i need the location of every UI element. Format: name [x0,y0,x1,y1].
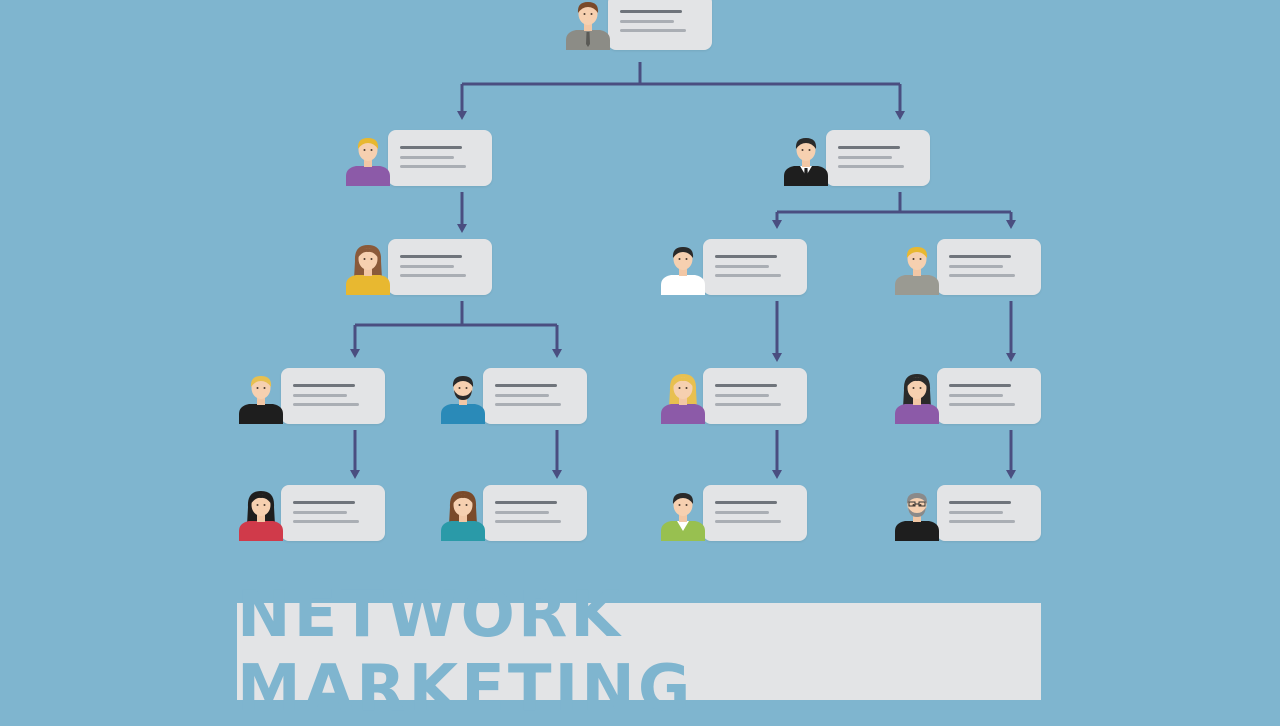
placeholder-text-line [949,384,1011,387]
placeholder-text-line [949,265,1003,268]
title-banner: NETWORK MARKETING [237,578,1041,726]
info-card [703,239,807,295]
info-card [483,368,587,424]
org-node-l4-a [237,485,433,541]
placeholder-text-line [715,394,769,397]
arrow-head-icon [1006,353,1016,362]
info-card [703,368,807,424]
placeholder-text-line [400,265,454,268]
person-avatar-icon [344,239,392,295]
placeholder-text-line [495,511,549,514]
placeholder-text-line [620,20,674,23]
info-card [826,130,930,186]
placeholder-text-line [293,384,355,387]
person-avatar-icon [893,485,941,541]
placeholder-text-line [838,156,892,159]
person-avatar-icon [893,368,941,424]
arrow-head-icon [350,470,360,479]
placeholder-text-line [400,146,462,149]
placeholder-text-line [838,146,900,149]
placeholder-text-line [495,520,561,523]
placeholder-text-line [715,403,781,406]
arrow-head-icon [772,470,782,479]
org-node-l4-d [893,485,1089,541]
arrow-head-icon [772,220,782,229]
person-avatar-icon [344,130,392,186]
placeholder-text-line [715,520,781,523]
info-card [281,485,385,541]
placeholder-text-line [715,511,769,514]
placeholder-text-line [715,274,781,277]
info-card [703,485,807,541]
arrow-head-icon [552,470,562,479]
info-card [483,485,587,541]
org-node-l3-d [893,368,1089,424]
org-node-l3-a [237,368,433,424]
placeholder-text-line [949,274,1015,277]
arrow-head-icon [350,349,360,358]
placeholder-text-line [495,384,557,387]
placeholder-text-line [495,501,557,504]
placeholder-text-line [949,403,1015,406]
placeholder-text-line [949,394,1003,397]
org-node-l2-a [344,239,540,295]
placeholder-text-line [400,165,466,168]
placeholder-text-line [495,403,561,406]
org-node-l1-b [782,130,978,186]
placeholder-text-line [400,156,454,159]
org-node-l4-c [659,485,855,541]
person-avatar-icon [659,368,707,424]
arrow-head-icon [457,111,467,120]
placeholder-text-line [949,511,1003,514]
info-card [937,368,1041,424]
placeholder-text-line [293,501,355,504]
placeholder-text-line [495,394,549,397]
placeholder-text-line [293,520,359,523]
arrow-head-icon [552,349,562,358]
info-card [281,368,385,424]
arrow-head-icon [1006,220,1016,229]
person-avatar-icon [439,485,487,541]
info-card [608,0,712,50]
org-node-l3-b [439,368,635,424]
arrow-head-icon [1006,470,1016,479]
person-avatar-icon [659,239,707,295]
arrow-head-icon [457,224,467,233]
person-avatar-icon [893,239,941,295]
info-card [388,130,492,186]
org-node-l4-b [439,485,635,541]
placeholder-text-line [400,255,462,258]
arrow-head-icon [895,111,905,120]
org-node-root [564,0,760,50]
org-node-l2-c [893,239,1089,295]
person-avatar-icon [237,368,285,424]
placeholder-text-line [838,165,904,168]
placeholder-text-line [715,384,777,387]
placeholder-text-line [715,501,777,504]
placeholder-text-line [715,265,769,268]
org-node-l1-a [344,130,540,186]
placeholder-text-line [949,501,1011,504]
placeholder-text-line [293,511,347,514]
person-avatar-icon [439,368,487,424]
person-avatar-icon [564,0,612,50]
person-avatar-icon [782,130,830,186]
banner-title: NETWORK MARKETING [237,577,694,726]
arrow-head-icon [772,353,782,362]
info-card [937,485,1041,541]
org-node-l2-b [659,239,855,295]
placeholder-text-line [620,29,686,32]
placeholder-text-line [620,10,682,13]
placeholder-text-line [949,520,1015,523]
info-card [388,239,492,295]
org-node-l3-c [659,368,855,424]
placeholder-text-line [293,403,359,406]
info-card [937,239,1041,295]
person-avatar-icon [237,485,285,541]
placeholder-text-line [293,394,347,397]
person-avatar-icon [659,485,707,541]
placeholder-text-line [715,255,777,258]
placeholder-text-line [400,274,466,277]
placeholder-text-line [949,255,1011,258]
